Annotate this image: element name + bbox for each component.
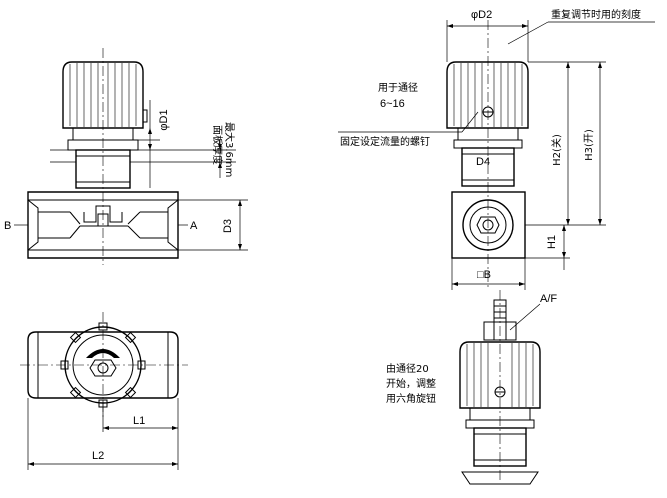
h1-label: H1 — [546, 235, 558, 249]
d2-label: φD2 — [471, 9, 492, 21]
d3-label: D3 — [222, 219, 234, 233]
note-line-2: 开始，调整 — [386, 377, 436, 390]
note-line-3: 用六角旋钮 — [386, 392, 436, 405]
l2-label: L2 — [92, 450, 104, 462]
panel-thickness-label: 面板厚度 — [211, 125, 224, 165]
l1-label: L1 — [133, 415, 145, 427]
fixing-screw-label: 固定设定流量的螺钉 — [340, 135, 430, 148]
top-view: L1 L2 — [20, 312, 188, 470]
side-knob-knurling — [453, 63, 523, 127]
af-label: A/F — [540, 293, 557, 305]
d4-label: D4 — [476, 156, 490, 168]
hex-knob-knurling — [466, 343, 534, 407]
bore-range-label: 6~16 — [380, 98, 405, 110]
note-line-1: 由通径20 — [386, 362, 429, 375]
bore-size-label: 用于通径 — [378, 81, 418, 94]
front-view: φD1 面板厚度 最大3.6mm B A D3 — [4, 48, 248, 265]
d1-label: φD1 — [158, 109, 170, 130]
max-thickness-label: 最大3.6mm — [223, 122, 236, 177]
side-view: φD2 重复调节时用的刻度 D4 — [338, 8, 655, 290]
hex-knob-view: A/F 由通径20 开始，调整 用六角旋钮 — [386, 290, 557, 485]
repeat-scale-label: 重复调节时用的刻度 — [551, 8, 641, 21]
h3-label: H3(开) — [584, 129, 595, 161]
h2-label: H2(关) — [550, 134, 563, 166]
b-port-label: B — [4, 220, 11, 232]
knob-knurling — [69, 63, 137, 127]
square-b-label: □B — [477, 269, 491, 281]
a-port-label: A — [190, 220, 198, 232]
